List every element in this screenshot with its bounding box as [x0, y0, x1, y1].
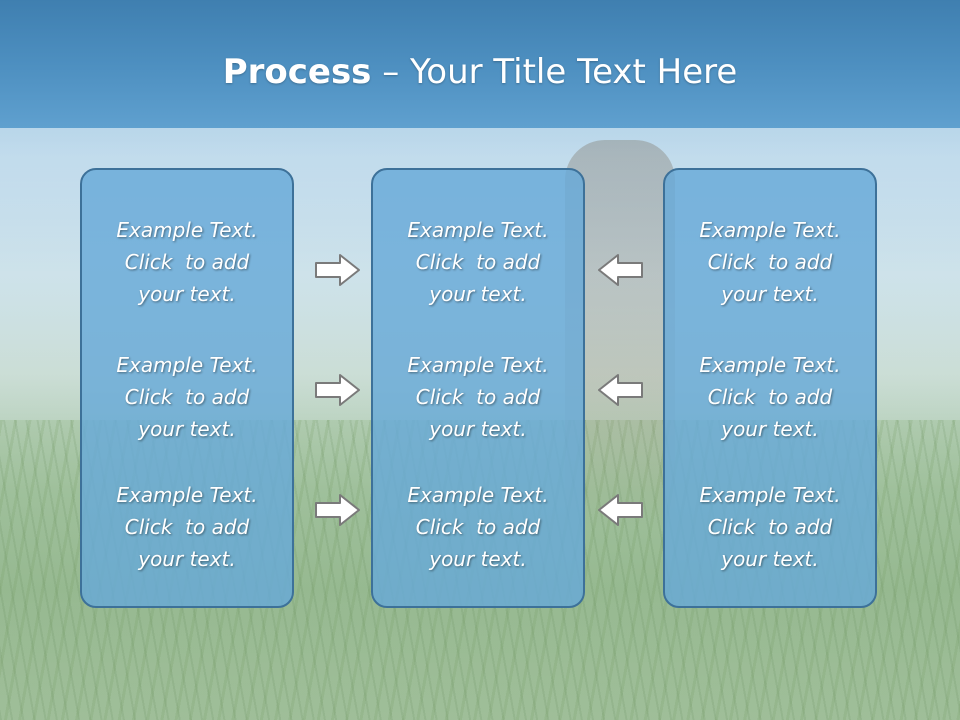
text-block[interactable]: Example Text. Click to add your text. — [665, 349, 875, 445]
title-rest: – Your Title Text Here — [371, 52, 738, 92]
slide-title[interactable]: Process – Your Title Text Here — [0, 52, 960, 92]
text-line: Example Text. — [407, 483, 549, 507]
text-line: Example Text. — [407, 353, 549, 377]
right-arrow-icon[interactable] — [314, 252, 362, 288]
text-line: Example Text. — [699, 218, 841, 242]
text-line: Click to add — [124, 250, 250, 274]
right-arrow-icon[interactable] — [314, 492, 362, 528]
text-line: Click to add — [415, 515, 541, 539]
left-arrow-icon[interactable] — [596, 492, 644, 528]
text-line: Click to add — [415, 385, 541, 409]
text-line: Click to add — [124, 515, 250, 539]
text-line: Click to add — [415, 250, 541, 274]
left-arrow-icon[interactable] — [596, 252, 644, 288]
text-line: Click to add — [707, 385, 833, 409]
text-line: your text. — [429, 547, 527, 571]
process-box-left[interactable]: Example Text. Click to add your text. Ex… — [80, 168, 294, 608]
text-line: your text. — [138, 547, 236, 571]
text-block[interactable]: Example Text. Click to add your text. — [665, 214, 875, 310]
text-block[interactable]: Example Text. Click to add your text. — [82, 349, 292, 445]
text-line: Click to add — [707, 515, 833, 539]
process-box-right[interactable]: Example Text. Click to add your text. Ex… — [663, 168, 877, 608]
text-block[interactable]: Example Text. Click to add your text. — [373, 349, 583, 445]
title-bold: Process — [222, 52, 372, 92]
text-line: Example Text. — [116, 483, 258, 507]
text-line: Click to add — [124, 385, 250, 409]
right-arrow-icon[interactable] — [314, 372, 362, 408]
text-block[interactable]: Example Text. Click to add your text. — [82, 479, 292, 575]
text-block[interactable]: Example Text. Click to add your text. — [665, 479, 875, 575]
text-line: Example Text. — [116, 218, 258, 242]
text-line: your text. — [138, 417, 236, 441]
text-block[interactable]: Example Text. Click to add your text. — [82, 214, 292, 310]
process-box-center[interactable]: Example Text. Click to add your text. Ex… — [371, 168, 585, 608]
text-line: your text. — [429, 282, 527, 306]
text-line: your text. — [429, 417, 527, 441]
text-line: Example Text. — [699, 353, 841, 377]
text-line: Example Text. — [699, 483, 841, 507]
header-band — [0, 0, 960, 128]
text-line: Example Text. — [116, 353, 258, 377]
text-block[interactable]: Example Text. Click to add your text. — [373, 479, 583, 575]
text-line: your text. — [721, 417, 819, 441]
left-arrow-icon[interactable] — [596, 372, 644, 408]
text-line: Click to add — [707, 250, 833, 274]
text-line: your text. — [721, 282, 819, 306]
text-line: Example Text. — [407, 218, 549, 242]
text-block[interactable]: Example Text. Click to add your text. — [373, 214, 583, 310]
text-line: your text. — [138, 282, 236, 306]
text-line: your text. — [721, 547, 819, 571]
